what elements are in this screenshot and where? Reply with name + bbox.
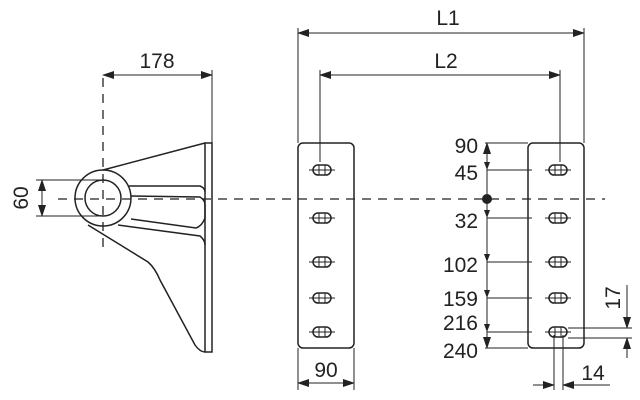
dimension-17: 17 xyxy=(568,285,632,358)
dim-L2-label: L2 xyxy=(434,50,457,73)
position-label: 32 xyxy=(455,210,478,233)
dim-60-label: 60 xyxy=(10,186,33,209)
position-arrow xyxy=(484,290,490,298)
position-arrow xyxy=(484,324,490,332)
dimension-14: 14 xyxy=(533,335,610,390)
slot-hole xyxy=(309,212,335,224)
slot-hole xyxy=(309,256,335,268)
dim-17-label: 17 xyxy=(602,286,625,309)
position-label: 240 xyxy=(443,340,478,363)
dim-14-label: 14 xyxy=(581,362,605,385)
plate-detail-view xyxy=(527,142,585,349)
position-label: 90 xyxy=(455,135,478,158)
slot-hole xyxy=(309,292,335,304)
dimension-60: 60 xyxy=(10,179,103,217)
dim-178-label: 178 xyxy=(139,50,174,73)
slot-hole xyxy=(309,326,335,338)
position-label: 45 xyxy=(455,162,478,185)
position-label: 102 xyxy=(443,254,478,277)
position-arrow xyxy=(484,210,490,218)
dimension-90-width: 90 xyxy=(297,348,355,390)
position-label: 159 xyxy=(443,288,478,311)
position-arrow xyxy=(484,162,490,170)
slot-hole xyxy=(545,256,571,268)
dim-90-width-label: 90 xyxy=(314,359,337,382)
dimension-L2: L2 xyxy=(319,50,561,162)
position-label: 216 xyxy=(443,312,478,335)
slot-hole xyxy=(545,326,571,338)
slot-hole xyxy=(309,164,335,176)
dimension-L1: L1 xyxy=(297,7,585,143)
slot-hole xyxy=(545,164,571,176)
side-view-bracket xyxy=(74,78,213,353)
plate-front-view xyxy=(297,142,355,349)
slot-hole xyxy=(545,292,571,304)
position-arrow xyxy=(484,254,490,262)
dim-L1-label: L1 xyxy=(436,7,459,30)
datum-dot xyxy=(482,194,492,204)
dimension-178: 178 xyxy=(102,50,213,143)
slot-hole xyxy=(545,212,571,224)
